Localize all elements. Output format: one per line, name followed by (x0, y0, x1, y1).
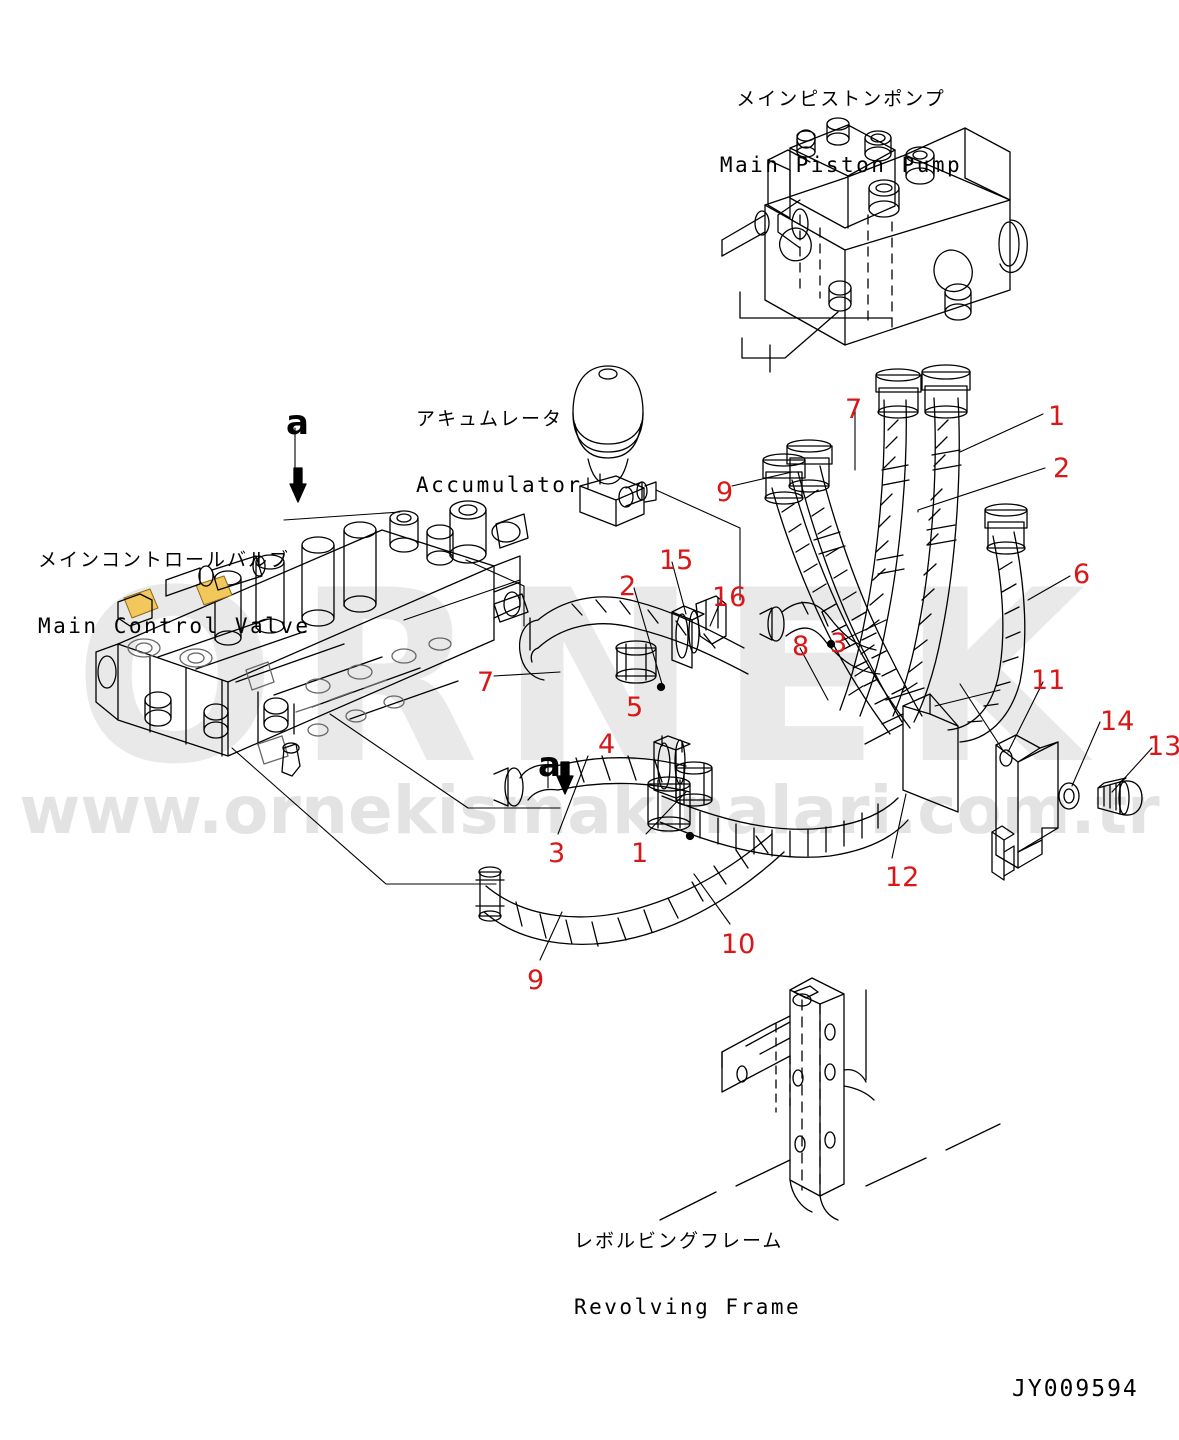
label-main-control-valve: メインコントロールバルブ Main Control Valve (38, 509, 311, 679)
hose-3-4 (493, 735, 713, 807)
callout-1-top[interactable]: 1 (1048, 401, 1066, 432)
label-revolving-frame-jp: レボルビングフレーム (574, 1230, 784, 1252)
callout-2-mid[interactable]: 2 (619, 571, 637, 602)
callout-16[interactable]: 16 (712, 582, 747, 613)
lower-manifold-block (864, 687, 959, 813)
label-accumulator: アキュムレータ Accumulator (416, 368, 583, 538)
label-accumulator-jp: アキュムレータ (416, 408, 564, 430)
label-main-piston-pump: メインピストンポンプ Main Piston Pump (720, 48, 962, 218)
callout-9-top[interactable]: 9 (716, 477, 734, 508)
callout-7-mid[interactable]: 7 (477, 667, 495, 698)
hose-middle-accumulator (518, 595, 749, 692)
hose-9-lower (475, 833, 785, 947)
label-main-control-valve-en: Main Control Valve (38, 613, 311, 638)
leader-lines (231, 409, 1153, 961)
callout-13[interactable]: 13 (1147, 731, 1179, 762)
callout-2-top[interactable]: 2 (1053, 453, 1071, 484)
callout-6[interactable]: 6 (1073, 559, 1091, 590)
hose-7 (786, 439, 923, 723)
callout-10[interactable]: 10 (721, 929, 756, 960)
hose-10 (647, 776, 909, 858)
accumulator-assembly (572, 365, 657, 527)
main-control-valve-assembly (95, 500, 529, 777)
callout-12[interactable]: 12 (885, 862, 920, 893)
pump-leader-frames (739, 291, 893, 373)
label-revolving-frame-en: Revolving Frame (574, 1294, 802, 1319)
callout-14[interactable]: 14 (1100, 706, 1135, 737)
main-piston-pump-assembly (721, 117, 1028, 346)
label-main-piston-pump-en: Main Piston Pump (719, 152, 963, 177)
label-main-piston-pump-jp: メインピストンポンプ (736, 88, 946, 110)
callout-8[interactable]: 8 (792, 631, 810, 662)
label-revolving-frame: レボルビングフレーム Revolving Frame (574, 1190, 801, 1360)
hose-2 (839, 368, 922, 717)
hose-1 (892, 364, 971, 723)
bracket-assembly (991, 734, 1143, 881)
hose-6 (947, 503, 1028, 743)
callout-7-top[interactable]: 7 (845, 394, 863, 425)
section-arrows (289, 467, 574, 795)
hose-8 (759, 601, 881, 675)
section-marker-a-hose: a (538, 745, 561, 785)
callout-9-low[interactable]: 9 (527, 965, 545, 996)
callout-5[interactable]: 5 (626, 692, 644, 723)
callout-3-low[interactable]: 3 (548, 838, 566, 869)
hose-9-upper (762, 453, 911, 735)
callout-11[interactable]: 11 (1031, 665, 1066, 696)
callout-4[interactable]: 4 (598, 729, 616, 760)
document-id: JY009594 (1012, 1376, 1139, 1402)
revolving-frame (659, 977, 1001, 1221)
callout-3-mid[interactable]: 3 (830, 628, 848, 659)
callout-15[interactable]: 15 (659, 545, 694, 576)
section-marker-a-valve: a (286, 403, 309, 443)
label-accumulator-en: Accumulator (416, 472, 583, 497)
callout-1-low[interactable]: 1 (631, 838, 649, 869)
label-main-control-valve-jp: メインコントロールバルブ (38, 549, 291, 571)
